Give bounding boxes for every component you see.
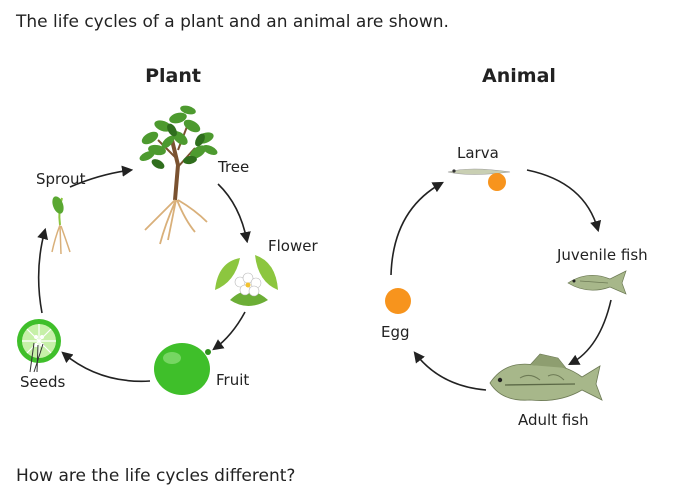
plant-stage-seeds-label: Seeds [20,373,66,391]
arrow-adult-to-egg [413,351,487,391]
arrow-flower-to-fruit [212,311,246,351]
seeds-illustration [17,319,61,373]
plant-stage-sprout-label: Sprout [36,170,86,188]
arrow-juvenile-to-adult [568,299,612,366]
juvenile-fish-illustration [567,270,627,295]
question-text: How are the life cycles different? [16,466,296,486]
plant-stage-tree-label: Tree [217,158,249,176]
plant-stage-fruit-label: Fruit [216,371,249,389]
animal-stage-adult-label: Adult fish [518,411,589,429]
intro-text: The life cycles of a plant and an animal… [16,12,449,32]
animal-stage-larva-label: Larva [457,144,499,162]
sprout-illustration [51,196,71,255]
animal-stage-egg-label: Egg [381,323,410,341]
plant-stage-flower-label: Flower [268,237,318,255]
arrow-egg-to-larva [390,181,444,276]
arrow-fruit-to-seeds [61,351,151,383]
arrow-sprout-to-tree [69,165,134,188]
tree-illustration [139,105,218,245]
adult-fish-illustration [489,353,603,401]
plant-title: Plant [145,65,201,87]
animal-stage-juvenile-label: Juvenile fish [556,246,648,264]
egg-illustration [385,288,411,314]
arrow-larva-to-juvenile [526,169,602,233]
flower-illustration [215,255,278,306]
arrow-tree-to-flower [217,183,251,244]
fruit-illustration [154,343,211,395]
arrow-seeds-to-sprout [37,227,49,314]
animal-title: Animal [482,65,556,87]
larva-illustration [447,168,511,191]
